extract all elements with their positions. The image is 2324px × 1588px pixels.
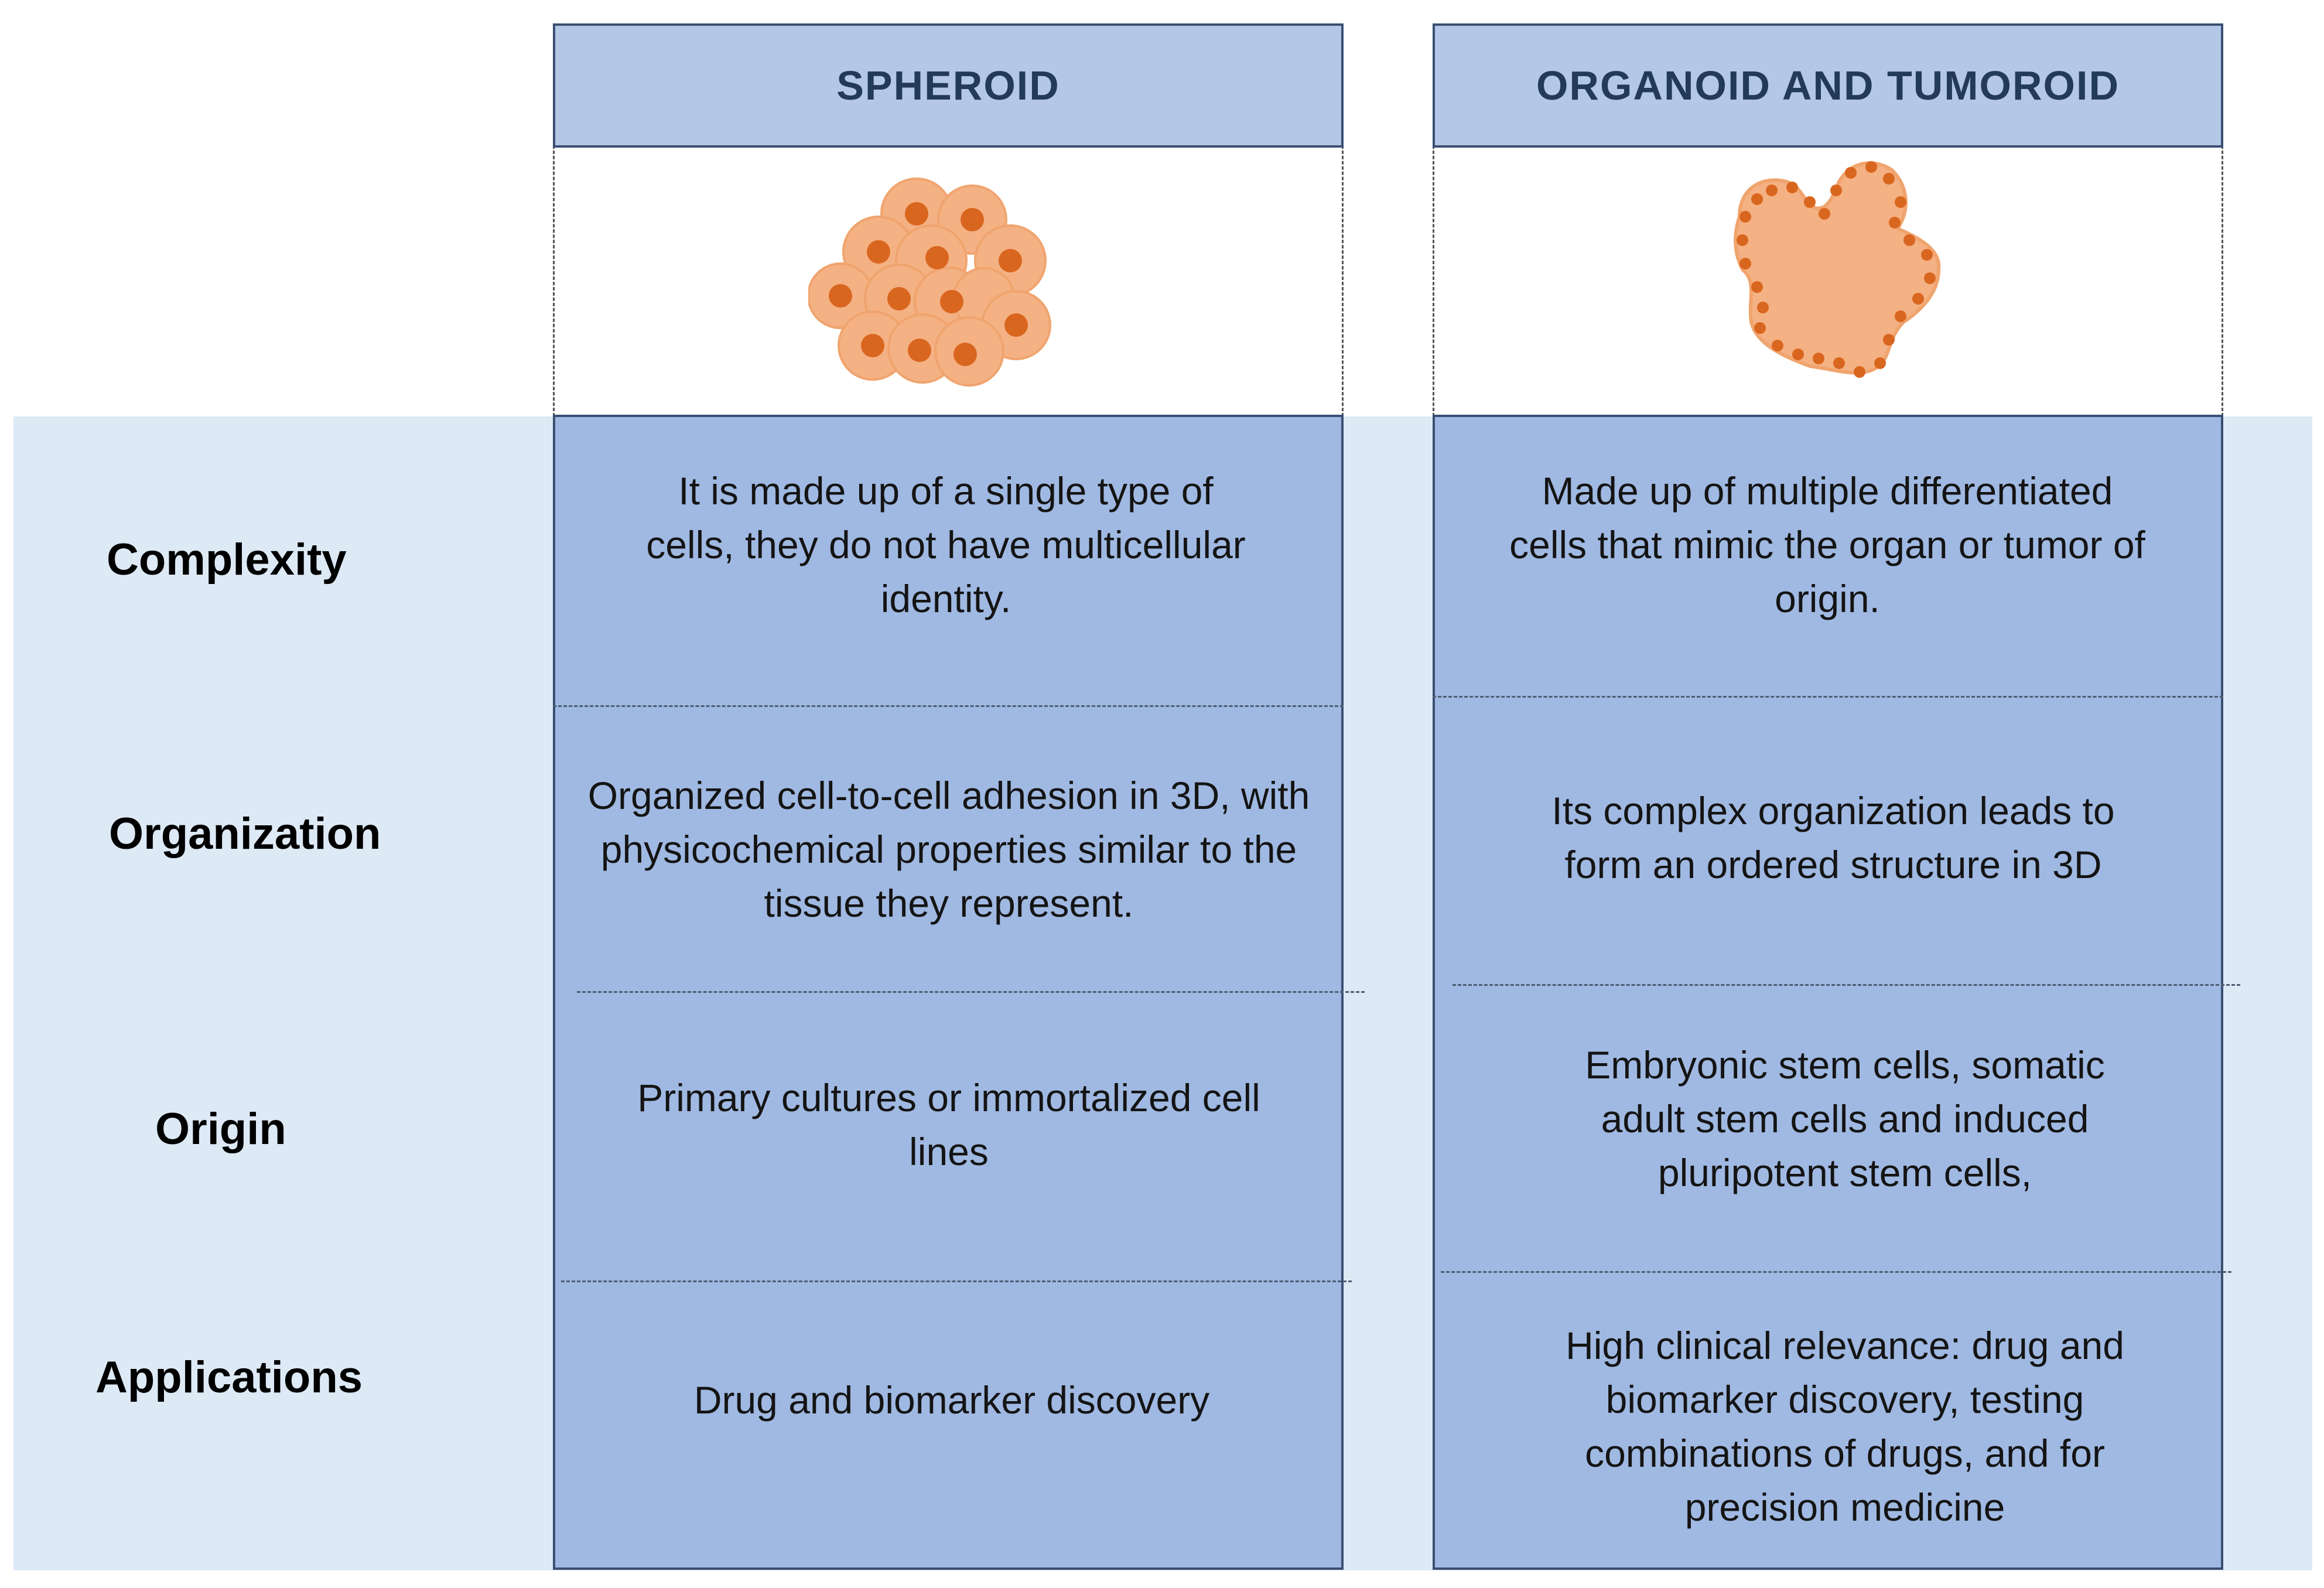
row-label-origin: Origin (155, 1104, 286, 1154)
organoid-complexity-text: Made up of multiple differentiated cells… (1509, 469, 2145, 620)
spheroid-row-separator (553, 705, 1344, 707)
row-label-applications: Applications (95, 1353, 363, 1402)
spheroid-row-separator (577, 991, 1365, 993)
organoid-row-separator (1452, 984, 2240, 986)
row-label-organization: Organization (109, 809, 381, 859)
organoid-applications-text: High clinical relevance: drug and biomar… (1566, 1324, 2124, 1529)
organoid-organization-text: Its complex organization leads to form a… (1551, 789, 2115, 886)
spheroid-origin-text: Primary cultures or immortalized cell li… (637, 1076, 1260, 1173)
organoid-row-separator (1433, 696, 2223, 698)
row-label-complexity: Complexity (107, 535, 347, 585)
organoid-blob-icon (1734, 161, 1941, 378)
organoid-column (1433, 415, 2223, 1570)
spheroid-cluster-icon (808, 177, 1051, 387)
spheroid-organization-text: Organized cell-to-cell adhesion in 3D, w… (587, 774, 1310, 925)
organoid-row-separator (1441, 1271, 2231, 1273)
spheroid-applications-text: Drug and biomarker discovery (693, 1378, 1210, 1422)
spheroid-complexity-text: It is made up of a single type of cells,… (646, 469, 1246, 620)
organoid-origin-text: Embryonic stem cells, somatic adult stem… (1585, 1043, 2105, 1194)
spheroid-header: SPHEROID (553, 23, 1344, 148)
organoid-header: ORGANOID AND TUMOROID (1433, 23, 2223, 148)
spheroid-row-separator (561, 1280, 1352, 1282)
